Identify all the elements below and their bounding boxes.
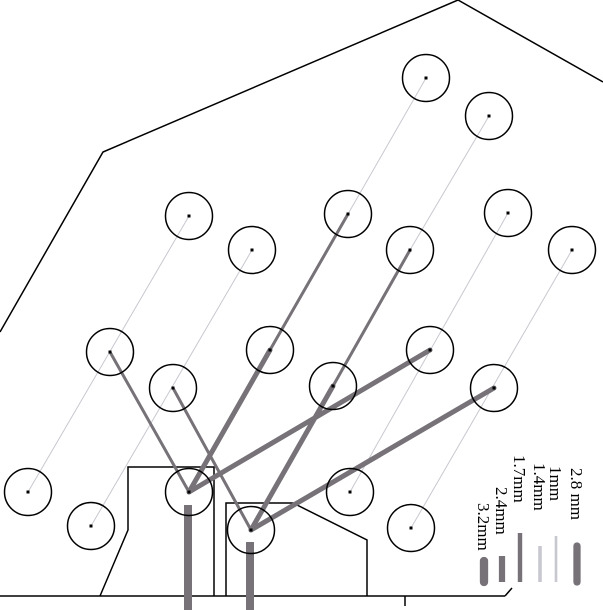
pad: [148, 363, 198, 413]
pad: [401, 53, 451, 103]
pad: [245, 325, 295, 375]
pad: [164, 191, 214, 241]
pad: [405, 325, 455, 375]
pad: [3, 467, 53, 517]
legend-label: 1mm: [546, 466, 565, 501]
pad: [226, 505, 276, 555]
pad: [483, 188, 533, 238]
traces: [108, 212, 497, 610]
pad: [469, 363, 519, 413]
legend-label: 2.4mm: [492, 487, 511, 535]
pads: [3, 53, 597, 555]
legend-label: 1.7mm: [510, 455, 529, 503]
thin-traces: [27, 77, 573, 529]
pad: [464, 91, 514, 141]
legend-label: 2.8 mm: [567, 468, 586, 520]
pad: [85, 327, 135, 377]
pad: [323, 189, 373, 239]
pad: [385, 225, 435, 275]
pad: [547, 225, 597, 275]
legend-label: 3.2mm: [474, 503, 493, 551]
pad: [325, 467, 375, 517]
pad: [386, 503, 436, 553]
pad: [308, 361, 358, 411]
pad: [164, 467, 214, 517]
pad: [66, 501, 116, 551]
pad: [227, 225, 277, 275]
legend-label: 1.4mm: [530, 463, 549, 511]
